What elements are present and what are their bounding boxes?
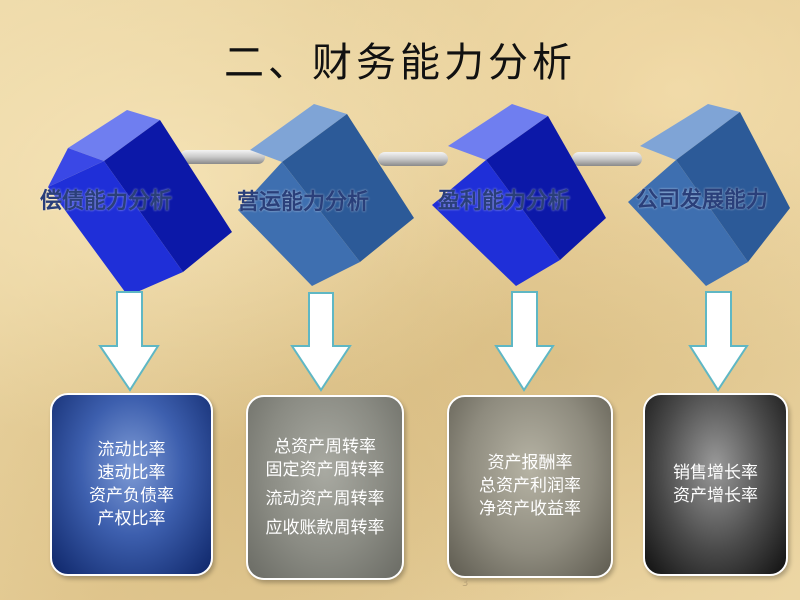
page-title: 二、财务能力分析	[224, 40, 576, 86]
ratio-item: 总资产周转率	[274, 436, 376, 457]
ratio-item: 应收账款周转率	[265, 517, 385, 538]
ratio-item: 固定资产周转率	[265, 459, 385, 480]
ratio-box-operation: 总资产周转率 固定资产周转率 流动资产周转率 应收账款周转率	[246, 395, 404, 580]
ratio-item: 净资产收益率	[479, 499, 581, 519]
ratio-item: 产权比率	[97, 508, 166, 529]
ratio-box-profitability: 资产报酬率 总资产利润率 净资产收益率	[447, 395, 613, 578]
down-arrow-icon	[494, 291, 555, 392]
down-arrow-icon	[688, 291, 749, 392]
connector-rod	[378, 152, 448, 166]
ratio-box-solvency: 流动比率 速动比率 资产负债率 产权比率	[50, 393, 213, 576]
down-arrow-icon	[98, 291, 160, 392]
ratio-item: 速动比率	[97, 462, 166, 483]
ratio-item: 资产报酬率	[487, 453, 573, 473]
category-label-operation: 营运能力分析	[237, 190, 370, 215]
connector-rod	[180, 150, 265, 164]
ratio-item: 销售增长率	[673, 462, 758, 483]
cube-icon	[628, 104, 790, 286]
down-arrow-icon	[290, 292, 352, 392]
page-number: 3	[462, 578, 469, 589]
ratio-item: 流动资产周转率	[265, 488, 385, 509]
ratio-item: 资产负债率	[89, 485, 174, 506]
ratio-item: 总资产利润率	[479, 476, 581, 496]
ratio-item: 流动比率	[97, 439, 166, 460]
category-label-profitability: 盈利能力分析	[438, 189, 571, 214]
category-label-solvency: 偿债能力分析	[40, 189, 173, 214]
cube-icon	[432, 104, 606, 286]
category-label-growth: 公司发展能力	[636, 188, 769, 213]
ratio-box-growth: 销售增长率 资产增长率	[643, 393, 788, 576]
cube-icon	[238, 104, 414, 286]
cube-icon	[48, 110, 232, 296]
connector-rod	[572, 152, 642, 166]
ratio-item: 资产增长率	[673, 485, 758, 506]
